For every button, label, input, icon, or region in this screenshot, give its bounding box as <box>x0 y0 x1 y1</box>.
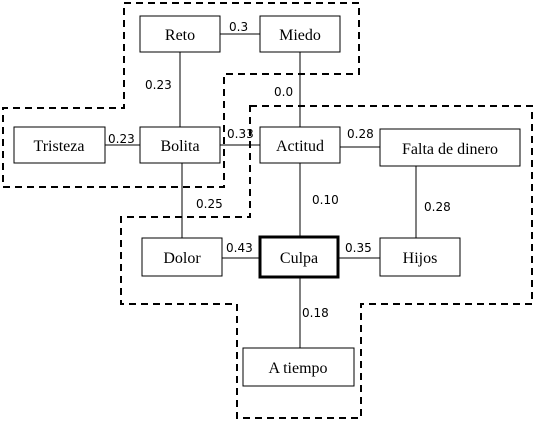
weight-actitud-culpa: 0.10 <box>312 193 339 207</box>
weight-culpa-atiempo: 0.18 <box>302 306 329 320</box>
weight-culpa-hijos: 0.35 <box>345 241 372 255</box>
node-falta-de-dinero-label: Falta de dinero <box>402 141 498 158</box>
node-dolor-label: Dolor <box>163 250 201 267</box>
weight-bolita-actitud: 0.33 <box>227 127 254 141</box>
node-tristeza[interactable]: Tristeza <box>13 126 106 164</box>
node-a-tiempo-label: A tiempo <box>268 360 327 377</box>
node-actitud[interactable]: Actitud <box>259 126 341 164</box>
weight-miedo-actitud: 0.0 <box>274 85 293 99</box>
node-bolita-label: Bolita <box>160 138 199 155</box>
weight-actitud-falta: 0.28 <box>347 127 374 141</box>
weight-bolita-dolor: 0.25 <box>196 197 223 211</box>
node-a-tiempo[interactable]: A tiempo <box>242 347 355 387</box>
node-miedo[interactable]: Miedo <box>259 15 341 53</box>
weight-dolor-culpa: 0.43 <box>226 241 253 255</box>
cluster-lower-right <box>120 105 533 419</box>
node-bolita[interactable]: Bolita <box>139 126 221 164</box>
weight-falta-hijos: 0.28 <box>424 200 451 214</box>
node-culpa[interactable]: Culpa <box>258 235 340 279</box>
node-miedo-label: Miedo <box>279 27 321 44</box>
node-hijos-label: Hijos <box>403 250 438 267</box>
node-tristeza-label: Tristeza <box>34 138 85 155</box>
node-reto-label: Reto <box>165 27 195 44</box>
node-hijos[interactable]: Hijos <box>379 237 461 277</box>
weight-reto-miedo: 0.3 <box>229 20 248 34</box>
node-falta-de-dinero[interactable]: Falta de dinero <box>379 128 521 167</box>
node-culpa-label: Culpa <box>280 250 318 267</box>
weight-reto-bolita: 0.23 <box>145 78 172 92</box>
cluster-upper-left <box>2 2 360 188</box>
node-dolor[interactable]: Dolor <box>141 237 223 277</box>
node-actitud-label: Actitud <box>276 138 324 155</box>
weight-tristeza-bolita: 0.23 <box>108 132 135 146</box>
node-reto[interactable]: Reto <box>139 15 221 53</box>
